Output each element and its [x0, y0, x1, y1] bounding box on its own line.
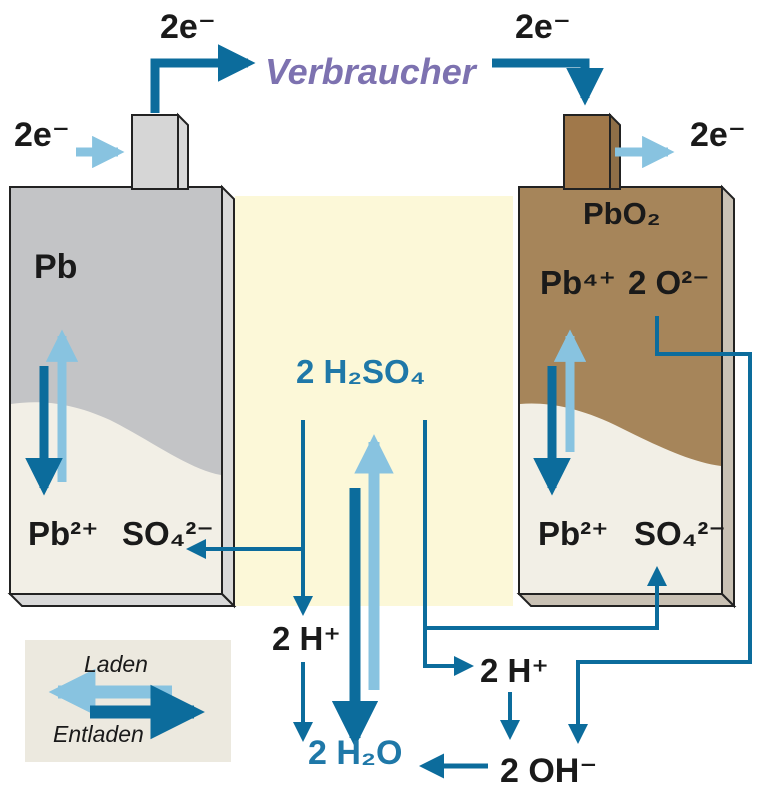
water-label: 2 H₂O — [308, 734, 402, 772]
electron-flow-in-arrow — [492, 58, 604, 106]
electron-label-top-left: 2e⁻ — [160, 8, 216, 46]
sulfate-to-right-path — [425, 566, 667, 630]
right-oxide-label: 2 O²⁻ — [628, 264, 710, 301]
left-terminal — [131, 114, 179, 190]
electron-label-side-right: 2e⁻ — [690, 116, 746, 154]
right-sulfate-label: SO₄²⁻ — [634, 515, 726, 552]
acid-to-protons-right-path — [423, 420, 474, 676]
left-material-label: Pb — [34, 248, 77, 286]
right-ion-label: Pb²⁺ — [538, 515, 609, 552]
consumer-label: Verbraucher — [265, 51, 478, 92]
left-ion-label: Pb²⁺ — [28, 515, 99, 552]
hydroxide-label: 2 OH⁻ — [500, 752, 597, 790]
legend-discharge-label: Entladen — [53, 721, 144, 747]
left-sulfate-label: SO₄²⁻ — [122, 515, 214, 552]
right-pb4-label: Pb⁴⁺ — [540, 264, 616, 301]
legend-charge-label: Laden — [84, 651, 148, 677]
protons-left-label: 2 H⁺ — [272, 620, 341, 657]
electron-label-side-left: 2e⁻ — [14, 116, 70, 154]
protons-right-label: 2 H⁺ — [480, 652, 549, 689]
right-terminal — [563, 114, 611, 190]
legend: Laden Entladen — [25, 640, 231, 762]
oxide-to-hydroxide-path — [568, 316, 752, 744]
right-material-label: PbO₂ — [583, 196, 661, 231]
acid-label: 2 H₂SO₄ — [296, 353, 425, 390]
electron-flow-out-arrow — [150, 44, 256, 113]
electron-label-top-right: 2e⁻ — [515, 8, 571, 46]
